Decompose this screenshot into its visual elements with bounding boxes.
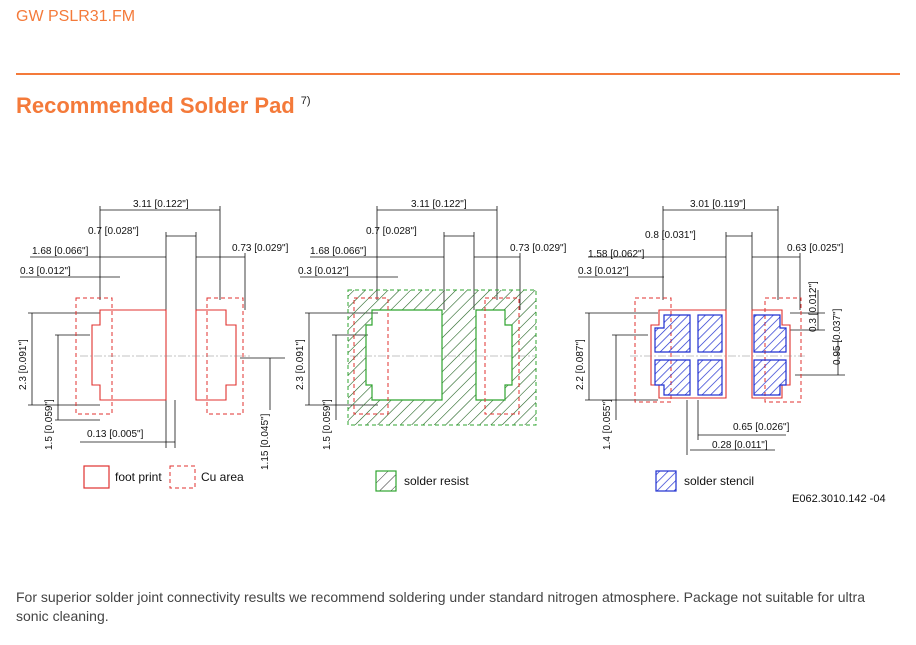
dim-gap: 0.8 [0.031"] (645, 230, 696, 241)
dim-offset: 0.3 [0.012"] (298, 266, 349, 277)
solder-stencil-drawing: 3.01 [0.119"] 0.8 [0.031"] 1.58 [0.062"]… (575, 199, 845, 455)
dim-side-height: 0.95 [0.037"] (832, 308, 843, 365)
dim-left-pad: 1.68 [0.066"] (310, 246, 367, 257)
drawing-id: E062.3010.142 -04 (792, 493, 886, 505)
dim-right-pad: 0.73 [0.029"] (510, 243, 567, 254)
footprint-drawing: 3.11 [0.122"] 0.7 [0.028"] 1.68 [0.066"]… (18, 199, 289, 470)
dim-side-small: 0.3 [0.012"] (808, 281, 819, 332)
dim-side-height: 1.15 [0.045"] (260, 413, 271, 470)
dim-inner-height: 1.5 [0.059"] (322, 399, 333, 450)
dim-left-pad: 1.58 [0.062"] (588, 249, 645, 260)
dim-gap: 0.7 [0.028"] (366, 226, 417, 237)
legend-solder-stencil: solder stencil (655, 470, 754, 492)
dim-right-pad: 0.63 [0.025"] (787, 243, 844, 254)
legend-solder-resist: solder resist (375, 470, 469, 492)
section-title-text: Recommended Solder Pad (16, 93, 295, 118)
dim-overall: 3.01 [0.119"] (690, 199, 746, 210)
product-header: GW PSLR31.FM (16, 8, 136, 25)
solder-pad-drawings: 3.11 [0.122"] 0.7 [0.028"] 1.68 [0.066"]… (18, 199, 886, 505)
soldering-note: For superior solder joint connectivity r… (16, 589, 865, 624)
dim-inner-height: 1.5 [0.059"] (44, 399, 55, 450)
section-title: Recommended Solder Pad 7) (16, 93, 311, 119)
legend-footprint: foot print (83, 465, 162, 489)
dim-height: 2.3 [0.091"] (18, 339, 29, 390)
legend-cu-area: Cu area (169, 465, 244, 489)
dim-small-gap: 0.13 [0.005"] (87, 429, 144, 440)
dim-offset: 0.3 [0.012"] (578, 266, 629, 277)
dim-inner-height: 1.4 [0.055"] (602, 399, 613, 450)
solder-resist-drawing: 3.11 [0.122"] 0.7 [0.028"] 1.68 [0.066"]… (295, 199, 567, 450)
footnote-marker: 7) (300, 95, 311, 107)
dim-overall: 3.11 [0.122"] (133, 199, 189, 210)
dim-bottom-a: 0.65 [0.026"] (733, 422, 790, 433)
header-divider (16, 73, 900, 75)
dim-bottom-b: 0.28 [0.011"] (712, 440, 768, 451)
dim-height: 2.3 [0.091"] (295, 339, 306, 390)
legend-footprint-label: foot print (115, 470, 162, 484)
dim-overall: 3.11 [0.122"] (411, 199, 467, 210)
legend-cu-area-label: Cu area (201, 470, 244, 484)
dim-left-pad: 1.68 [0.066"] (32, 246, 89, 257)
legend-solder-stencil-label: solder stencil (684, 474, 754, 488)
dim-height: 2.2 [0.087"] (575, 339, 586, 390)
dim-offset: 0.3 [0.012"] (20, 266, 71, 277)
dim-gap: 0.7 [0.028"] (88, 226, 139, 237)
legend-solder-resist-label: solder resist (404, 474, 469, 488)
dim-right-pad: 0.73 [0.029"] (232, 243, 289, 254)
